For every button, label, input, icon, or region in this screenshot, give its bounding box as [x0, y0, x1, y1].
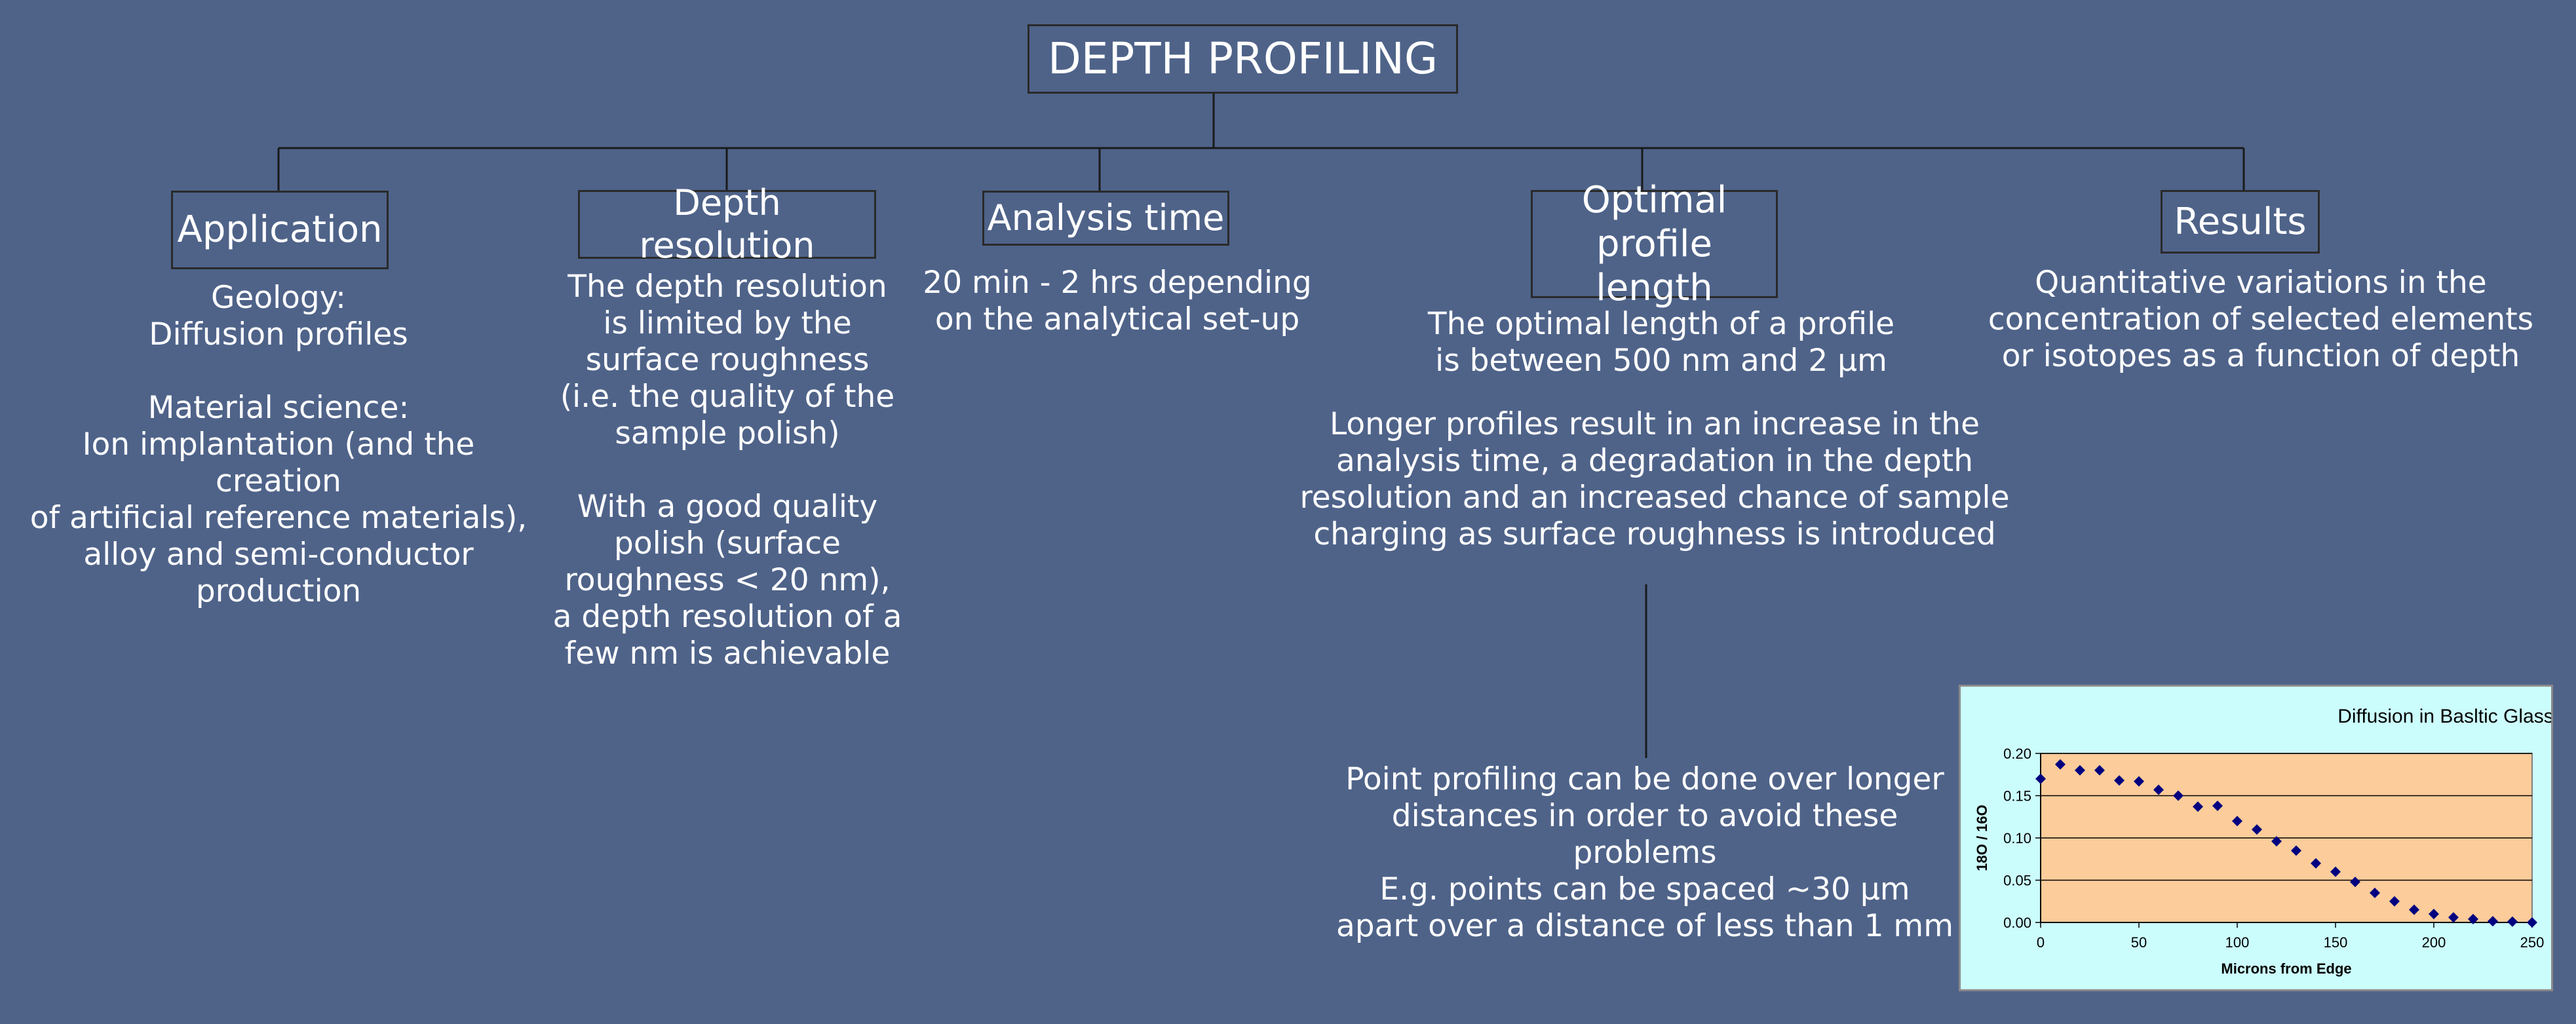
- x-tick-label: 250: [2520, 934, 2545, 951]
- data-point: [2134, 776, 2144, 787]
- y-tick-label: 0.05: [2003, 873, 2031, 889]
- title-box: DEPTH PROFILING: [1028, 24, 1458, 94]
- y-tick-label: 0.10: [2003, 830, 2031, 846]
- data-point: [2507, 916, 2518, 927]
- data-point: [2153, 784, 2164, 795]
- depth-resolution-heading: Depth resolution: [639, 181, 815, 266]
- data-point: [2232, 816, 2242, 827]
- data-point: [2252, 824, 2262, 835]
- chart-title: Diffusion in Basltic Glass: [2337, 706, 2551, 727]
- x-tick-label: 150: [2324, 934, 2348, 951]
- data-point: [2448, 912, 2459, 923]
- data-point: [2212, 800, 2223, 811]
- y-axis-label: 18O / 16O: [1974, 805, 1990, 871]
- results-box: Results: [2161, 190, 2320, 254]
- data-point: [2527, 917, 2537, 928]
- data-point: [2488, 916, 2498, 927]
- data-point: [2271, 836, 2282, 847]
- x-axis-label: Microns from Edge: [2221, 960, 2351, 977]
- data-point: [2468, 913, 2478, 924]
- analysis-time-heading: Analysis time: [987, 197, 1225, 238]
- data-point: [2094, 765, 2105, 776]
- page-title: DEPTH PROFILING: [1047, 33, 1438, 85]
- depth-resolution-text: The depth resolution is limited by the s…: [552, 269, 902, 672]
- optimal-length-box: Optimal profile length: [1531, 179, 1778, 309]
- longer-profiles-text: Longer profiles result in an increase in…: [1299, 406, 2010, 552]
- data-point: [2409, 904, 2419, 915]
- depth-resolution-box: Depth resolution: [578, 182, 876, 266]
- analysis-time-text: 20 min - 2 hrs depending on the analytic…: [923, 265, 1312, 337]
- data-point: [2114, 775, 2124, 786]
- results-text: Quantitative variations in the concentra…: [1988, 265, 2534, 374]
- application-box: Application: [171, 191, 389, 269]
- data-point: [2350, 877, 2360, 888]
- data-point: [2193, 801, 2203, 812]
- data-point: [2389, 896, 2400, 907]
- data-point: [2291, 845, 2301, 856]
- data-point: [2370, 887, 2380, 898]
- point-profiling-text: Point profiling can be done over longer …: [1336, 761, 1953, 944]
- application-heading: Application: [177, 208, 383, 252]
- y-tick-label: 0.20: [2003, 746, 2031, 762]
- y-tick-label: 0.00: [2003, 915, 2031, 931]
- data-point: [2055, 759, 2066, 770]
- optimal-length-heading: Optimal profile length: [1581, 178, 1727, 310]
- analysis-time-box: Analysis time: [982, 191, 1229, 246]
- x-tick-label: 200: [2422, 934, 2446, 951]
- data-point: [2173, 790, 2183, 801]
- chart-svg: 0.00 0.05 0.10 0.15 0.20 0 50 100 150 200 250 Diffu…: [1974, 706, 2551, 977]
- data-point: [2429, 909, 2439, 920]
- application-text: Geology: Diffusion profiles Material sci…: [29, 280, 528, 609]
- x-tick-label: 0: [2037, 934, 2045, 951]
- data-point: [2330, 866, 2341, 877]
- results-heading: Results: [2174, 200, 2307, 243]
- x-tick-label: 100: [2225, 934, 2250, 951]
- data-point: [2311, 858, 2321, 869]
- optimal-length-text: The optimal length of a profile is betwe…: [1427, 306, 1895, 379]
- diffusion-chart: 0.00 0.05 0.10 0.15 0.20 0 50 100 150 200 250 Diffu…: [1959, 685, 2553, 991]
- data-point: [2075, 765, 2085, 776]
- data-point: [2035, 773, 2046, 784]
- x-tick-label: 50: [2131, 934, 2147, 951]
- y-tick-label: 0.15: [2003, 788, 2031, 805]
